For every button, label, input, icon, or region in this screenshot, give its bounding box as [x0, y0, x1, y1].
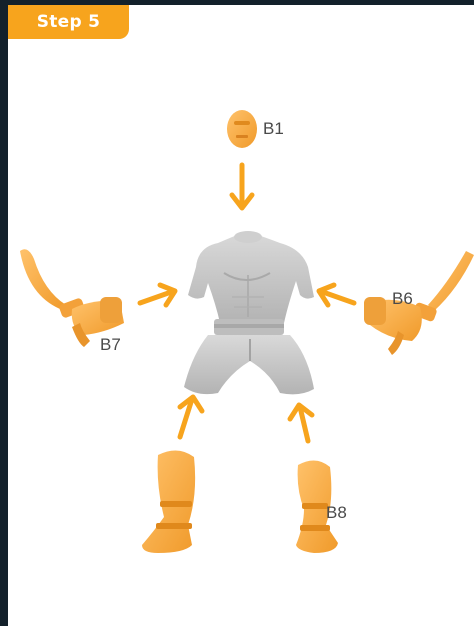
- assembly-illustration: [8, 5, 474, 626]
- arrow-right-icon: [140, 285, 175, 305]
- part-label-b8: B8: [326, 503, 347, 523]
- torso-part: [184, 231, 314, 394]
- left-leg-part: [142, 450, 195, 553]
- part-label-b7: B7: [100, 335, 121, 355]
- left-arm-part: [20, 249, 124, 347]
- part-label-b1: B1: [263, 119, 284, 139]
- part-label-b6: B6: [392, 289, 413, 309]
- arrow-left-icon: [319, 285, 354, 305]
- arrow-down-icon: [232, 165, 252, 208]
- right-arm-part: [364, 251, 474, 355]
- head-part: [227, 110, 257, 148]
- instruction-page: Step 5: [8, 5, 474, 626]
- arrow-up-right-icon: [290, 405, 312, 441]
- arrow-up-left-icon: [180, 397, 202, 437]
